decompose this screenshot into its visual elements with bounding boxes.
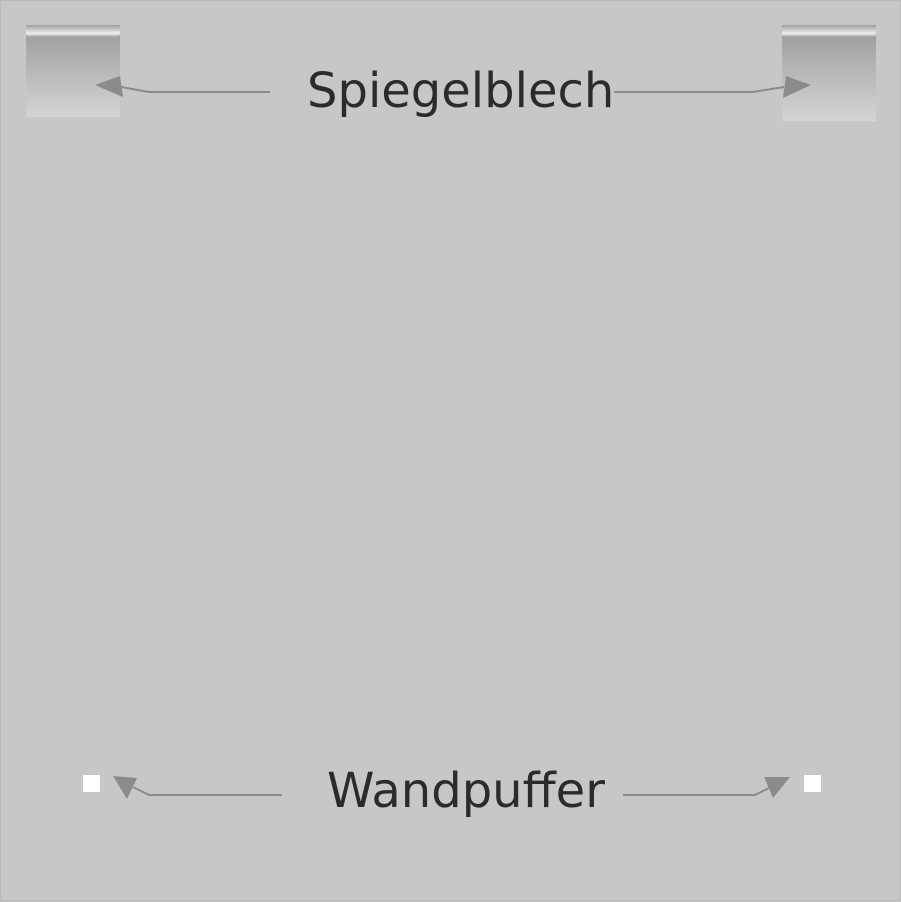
wall-buffer-label: Wandpuffer <box>327 763 605 819</box>
mirror-plate-right <box>782 25 876 121</box>
leader-line-bottom-right <box>623 787 770 796</box>
arrowhead-top-left <box>95 76 123 97</box>
wall-buffer-right <box>804 775 821 792</box>
mirror-plate-left <box>26 25 120 117</box>
leader-line-bottom-left <box>132 786 282 796</box>
arrowhead-top-right <box>783 76 811 98</box>
leader-line-top-right <box>614 86 785 93</box>
leader-line-top-left <box>120 86 270 93</box>
mirror-plate-left-rim <box>26 25 120 37</box>
arrowhead-bottom-left <box>113 776 137 799</box>
mirror-plate-label: Spiegelblech <box>307 63 615 119</box>
arrowhead-bottom-right <box>764 777 790 798</box>
mirror-plate-right-rim <box>782 25 876 37</box>
wall-buffer-left <box>83 775 100 792</box>
